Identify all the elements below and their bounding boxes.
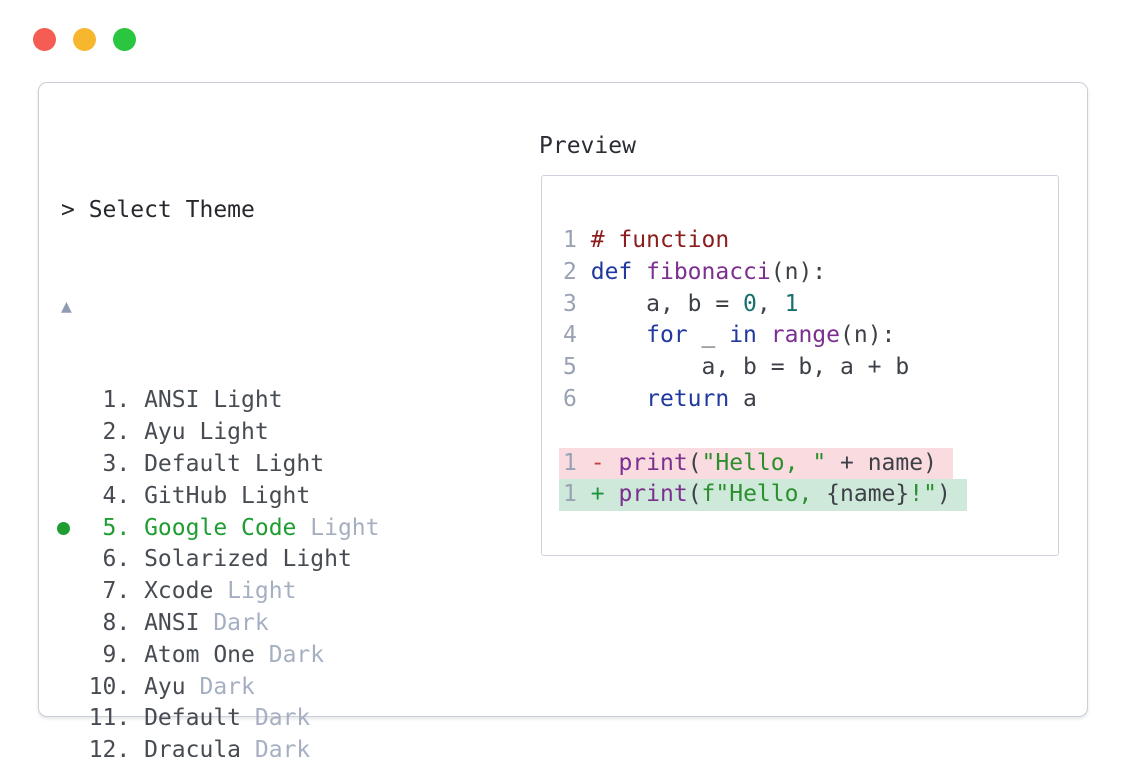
scroll-up-indicator-icon: ▲ xyxy=(61,295,72,317)
theme-option-name: Dracula xyxy=(144,737,242,757)
theme-option-3[interactable]: 3. Default Light xyxy=(61,449,878,481)
selected-bullet-icon xyxy=(57,521,70,535)
theme-option-name: Default Light xyxy=(144,450,325,477)
zoom-window-button[interactable] xyxy=(113,28,136,51)
theme-option-4[interactable]: 4. GitHub Light xyxy=(61,481,878,513)
theme-option-number: 2. xyxy=(102,419,131,446)
theme-option-number: 1. xyxy=(102,387,131,414)
theme-option-7[interactable]: 7. Xcode Light xyxy=(61,576,878,608)
preview-box: 1 # function 2 def fibonacci(n): 3 a, b = … xyxy=(541,175,1059,556)
theme-option-8[interactable]: 8. ANSI Dark xyxy=(61,608,878,640)
theme-option-number: 9. xyxy=(102,641,131,668)
code-line-4: 4 for _ in range(n): xyxy=(563,320,1058,352)
diff-line-added: 1 + print(f"Hello, {name}!") xyxy=(559,479,1058,512)
theme-option-number: 4. xyxy=(102,482,131,509)
select-theme-prompt: > Select Theme xyxy=(61,196,255,223)
code-line-content: 2 def fibonacci(n): xyxy=(563,258,827,285)
theme-option-1[interactable]: 1. ANSI Light xyxy=(61,385,878,417)
theme-option-5[interactable]: 5. Google Code Light xyxy=(57,513,878,545)
theme-option-6[interactable]: 6. Solarized Light xyxy=(61,544,878,576)
theme-option-number: 5. xyxy=(102,514,131,541)
code-line-content: 5 a, b = b, a + b xyxy=(563,354,910,381)
theme-option-variant: Dark xyxy=(199,673,255,700)
diff-line-removed: 1 - print("Hello, " + name) xyxy=(559,447,1058,480)
minimize-window-button[interactable] xyxy=(73,28,96,51)
code-line-content: 1 + print(f"Hello, {name}!") xyxy=(559,479,967,512)
code-line-3: 3 a, b = 0, 1 xyxy=(563,289,1058,321)
theme-option-variant: Dark xyxy=(254,705,311,732)
preview-title: Preview xyxy=(539,133,636,159)
theme-option-name: GitHub Light xyxy=(144,482,311,509)
theme-option-number: 11. xyxy=(88,705,131,732)
theme-option-name: ANSI Light xyxy=(144,387,283,414)
code-line-content: 6 return a xyxy=(563,385,757,412)
theme-option-name: Solarized Light xyxy=(144,546,352,573)
code-line-content: 1 # function xyxy=(563,227,730,253)
theme-option-number: 6. xyxy=(102,546,131,573)
theme-option-variant: Dark xyxy=(268,641,325,668)
window-controls xyxy=(33,28,136,51)
scroll-up-row: ▲ xyxy=(61,290,878,322)
theme-option-name: Google Code xyxy=(144,514,297,541)
theme-option-number: 7. xyxy=(102,578,131,605)
theme-option-name: Ayu xyxy=(144,673,186,700)
code-line-2: 2 def fibonacci(n): xyxy=(563,257,1058,289)
theme-option-10[interactable]: 10. Ayu Dark xyxy=(61,672,878,704)
theme-option-11[interactable]: 11. Default Dark xyxy=(61,703,878,735)
code-line-6: 6 return a xyxy=(563,384,1058,416)
code-line-5: 5 a, b = b, a + b xyxy=(563,352,1058,384)
close-window-button[interactable] xyxy=(33,28,56,51)
preview-code: 1 # function 2 def fibonacci(n): 3 a, b = … xyxy=(542,176,1058,512)
theme-option-2[interactable]: 2. Ayu Light xyxy=(61,417,878,449)
theme-option-number: 10. xyxy=(88,673,131,700)
theme-option-name: Atom One xyxy=(144,641,255,668)
theme-option-number: 12. xyxy=(88,737,131,757)
theme-option-9[interactable]: 9. Atom One Dark xyxy=(61,640,878,672)
code-line-1: 1 # function xyxy=(563,225,1058,257)
code-line-content: 3 a, b = 0, 1 xyxy=(563,290,799,317)
code-line-content: 1 - print("Hello, " + name) xyxy=(559,447,953,480)
theme-option-number: 8. xyxy=(102,609,131,636)
theme-option-name: Default xyxy=(144,705,242,732)
theme-option-name: ANSI xyxy=(144,609,200,636)
theme-option-variant: Dark xyxy=(254,737,311,757)
theme-option-12[interactable]: 12. Dracula Dark xyxy=(61,735,878,757)
theme-option-name: Ayu Light xyxy=(144,419,269,446)
code-line-content: 4 for _ in range(n): xyxy=(563,322,896,349)
theme-option-variant: Light xyxy=(227,578,297,605)
theme-option-variant: Light xyxy=(310,514,380,541)
theme-option-variant: Dark xyxy=(213,609,269,636)
theme-option-number: 3. xyxy=(102,450,131,477)
code-line-7 xyxy=(563,416,1058,448)
theme-option-name: Xcode xyxy=(144,578,214,605)
